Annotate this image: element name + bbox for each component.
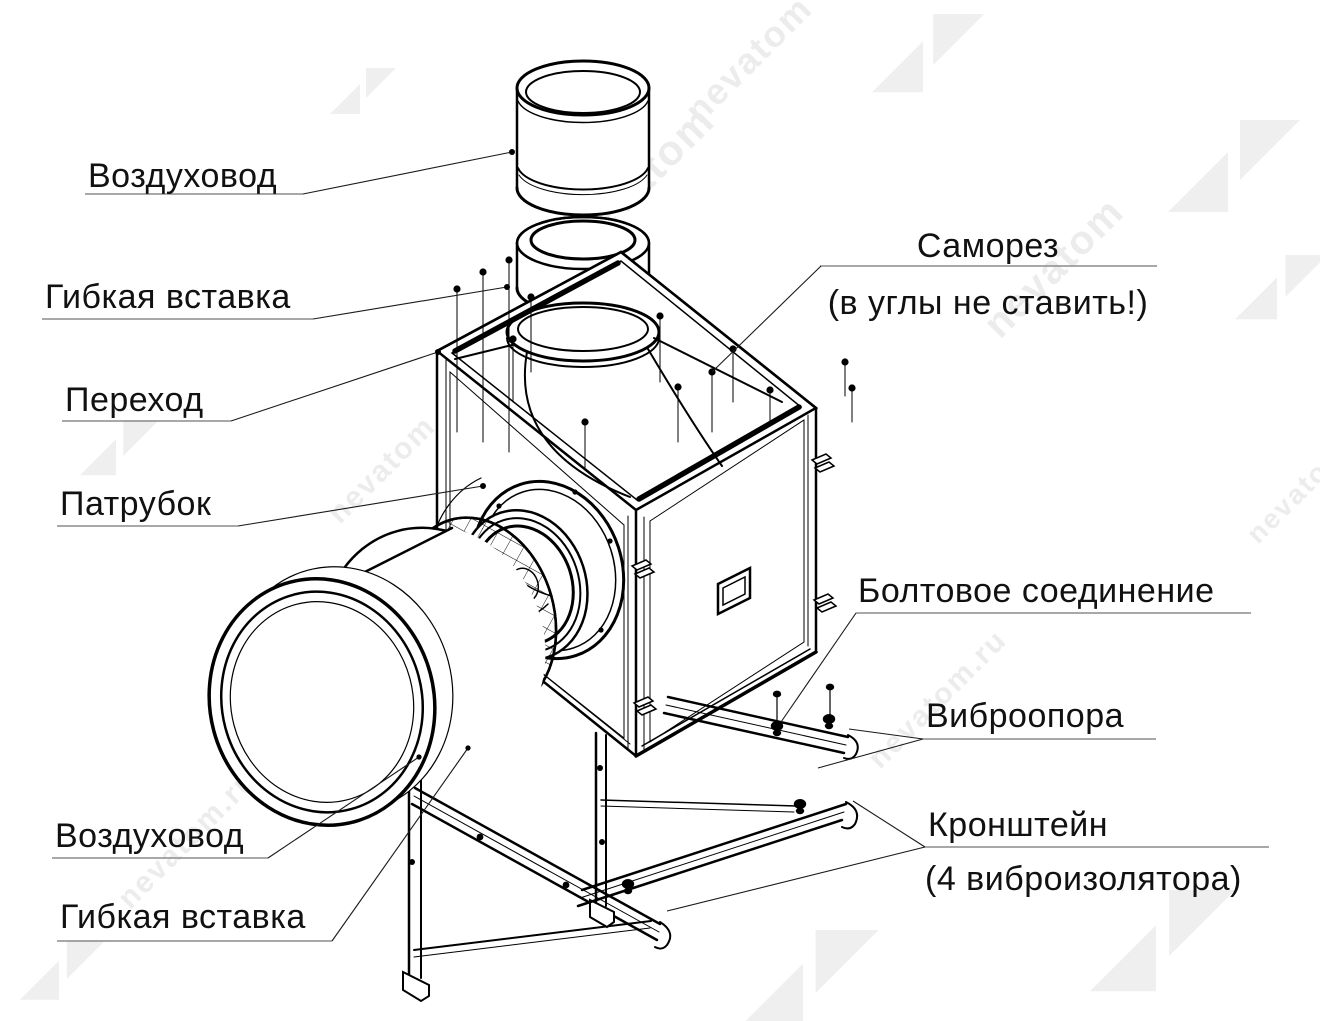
duct-top <box>515 59 651 217</box>
label-flexible-insert-bottom: Гибкая вставка <box>60 898 306 936</box>
handle-plate <box>716 565 752 617</box>
screws <box>453 256 856 471</box>
label-transition: Переход <box>65 381 204 419</box>
bracket-rear <box>589 731 797 929</box>
vibration-rail-lower <box>576 799 859 908</box>
panel-clips <box>630 453 838 716</box>
label-bracket-line2: (4 виброизолятора) <box>925 860 1242 898</box>
watermark-text: nevatom.ru <box>1240 406 1320 549</box>
label-flexible-insert-top: Гибкая вставка <box>45 278 291 316</box>
label-screw-line2: (в углы не ставить!) <box>828 284 1149 322</box>
leader-lines <box>42 149 1269 942</box>
label-screw-line1: Саморез <box>917 227 1059 265</box>
duct-side <box>207 526 546 827</box>
support-stand <box>402 683 859 1003</box>
label-bracket-line1: Кронштейн <box>928 806 1108 844</box>
watermark-text: nevatom <box>975 189 1132 346</box>
label-bolted-joint: Болтовое соединение <box>858 572 1215 610</box>
label-duct-top: Воздуховод <box>88 157 277 195</box>
label-duct-bottom: Воздуховод <box>55 817 244 855</box>
label-vibration-mount: Виброопора <box>926 697 1124 735</box>
watermark-text: nevatom <box>677 0 821 131</box>
bracket-front <box>402 776 672 1003</box>
labels: Воздуховод Гибкая вставка Переход Патруб… <box>45 157 1242 936</box>
transition <box>434 250 819 512</box>
label-spigot: Патрубок <box>60 485 212 523</box>
vibration-rail-upper <box>662 683 859 760</box>
